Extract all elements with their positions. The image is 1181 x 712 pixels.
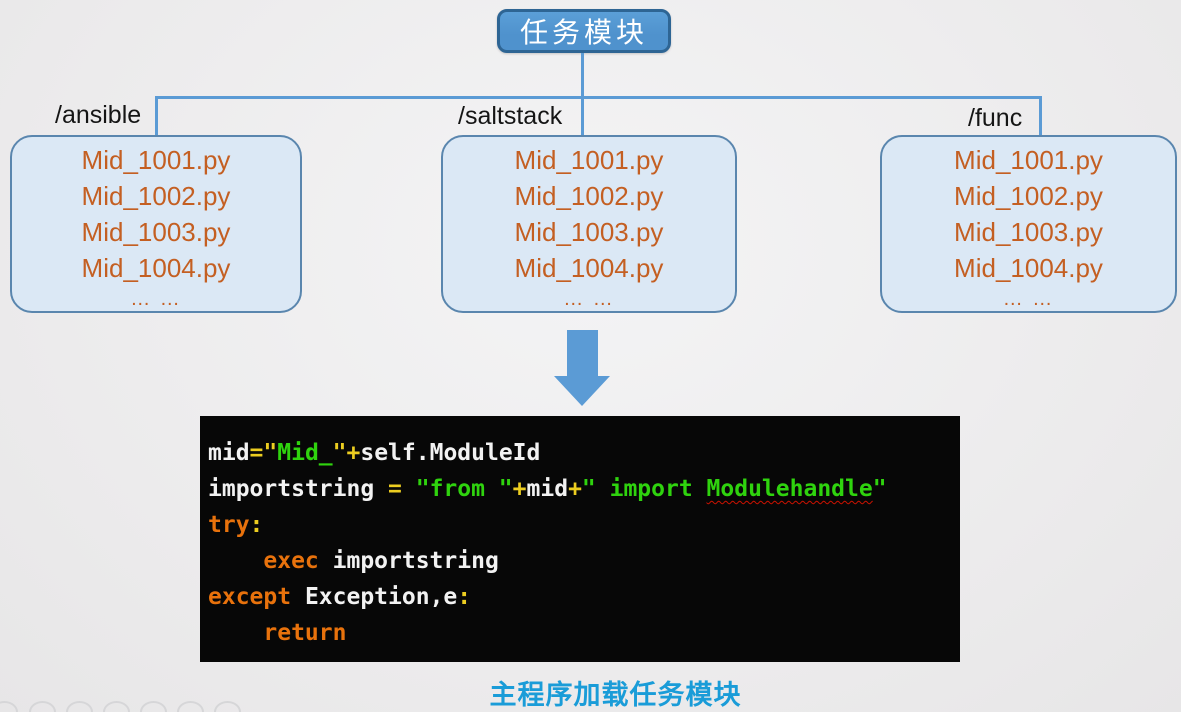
connector-stem-line: [581, 53, 584, 97]
code-token: +: [346, 440, 361, 466]
code-token: self.ModuleId: [360, 440, 541, 466]
code-line: try:: [208, 507, 954, 543]
code-token: +: [568, 476, 582, 502]
down-arrow-icon: [554, 376, 610, 406]
code-token: ": [872, 476, 887, 502]
file-item: Mid_1002.py: [954, 181, 1103, 211]
code-token: =": [249, 440, 278, 466]
code-token: mid: [208, 440, 250, 466]
file-item: Mid_1001.py: [514, 145, 664, 175]
root-module-label: 任务模块: [519, 16, 648, 49]
code-token: exec: [263, 548, 319, 574]
code-token: importstring: [318, 548, 499, 574]
file-item: Mid_1004.py: [81, 253, 231, 283]
ellipsis-item: … …: [130, 288, 182, 310]
code-token: :: [457, 584, 472, 610]
caption-text: 主程序加载任务模块: [489, 680, 742, 711]
code-token: Mid_: [277, 440, 333, 466]
connector-horizontal-line: [155, 96, 1042, 99]
code-line: importstring = "from "+mid+" import Modu…: [208, 471, 954, 507]
code-line: except Exception,e:: [208, 579, 954, 615]
decorative-circle: [0, 701, 18, 712]
code-token: " import: [581, 476, 707, 502]
code-line: mid="Mid_"+self.ModuleId: [208, 435, 954, 471]
ellipsis-item: … …: [1002, 288, 1055, 310]
file-item: Mid_1003.py: [81, 217, 231, 247]
folder-box-ansible: Mid_1001.py Mid_1002.py Mid_1003.py Mid_…: [10, 135, 302, 313]
folder-box-func: Mid_1001.py Mid_1002.py Mid_1003.py Mid_…: [880, 135, 1177, 313]
connector-drop-left: [155, 96, 158, 137]
file-item: Mid_1001.py: [81, 145, 231, 175]
folder-box-saltstack: Mid_1001.py Mid_1002.py Mid_1003.py Mid_…: [441, 135, 737, 313]
file-item: Mid_1001.py: [954, 145, 1103, 175]
code-line: exec importstring: [208, 543, 954, 579]
code-token: "from ": [415, 476, 513, 502]
connector-drop-right: [1039, 96, 1042, 140]
code-token: ": [332, 440, 347, 466]
down-arrow-icon: [567, 330, 598, 377]
code-token: Modulehandle: [706, 476, 873, 502]
code-token: +: [512, 476, 527, 502]
file-item: Mid_1003.py: [954, 217, 1103, 247]
folder-label-func: /func: [968, 104, 1023, 132]
file-item: Mid_1002.py: [81, 181, 231, 211]
code-token: try: [208, 512, 250, 538]
folder-label-saltstack: /saltstack: [458, 102, 563, 130]
code-token: Exception,e: [291, 584, 458, 610]
ellipsis-item: … …: [563, 288, 615, 310]
code-line: return: [208, 615, 954, 651]
code-token: mid: [526, 476, 569, 502]
file-item: Mid_1004.py: [514, 253, 664, 283]
file-item: Mid_1002.py: [514, 181, 664, 211]
code-token: return: [263, 620, 347, 646]
code-token: except: [208, 584, 292, 610]
file-item: Mid_1004.py: [954, 253, 1103, 283]
file-item: Mid_1003.py: [514, 217, 664, 247]
code-token: :: [249, 512, 264, 538]
connector-drop-middle: [581, 96, 584, 137]
code-token: importstring: [208, 476, 389, 502]
root-module-box: 任务模块: [497, 9, 671, 53]
code-token: [208, 620, 263, 646]
folder-label-ansible: /ansible: [55, 101, 142, 129]
code-token: [208, 548, 263, 574]
code-token: =: [388, 476, 416, 502]
